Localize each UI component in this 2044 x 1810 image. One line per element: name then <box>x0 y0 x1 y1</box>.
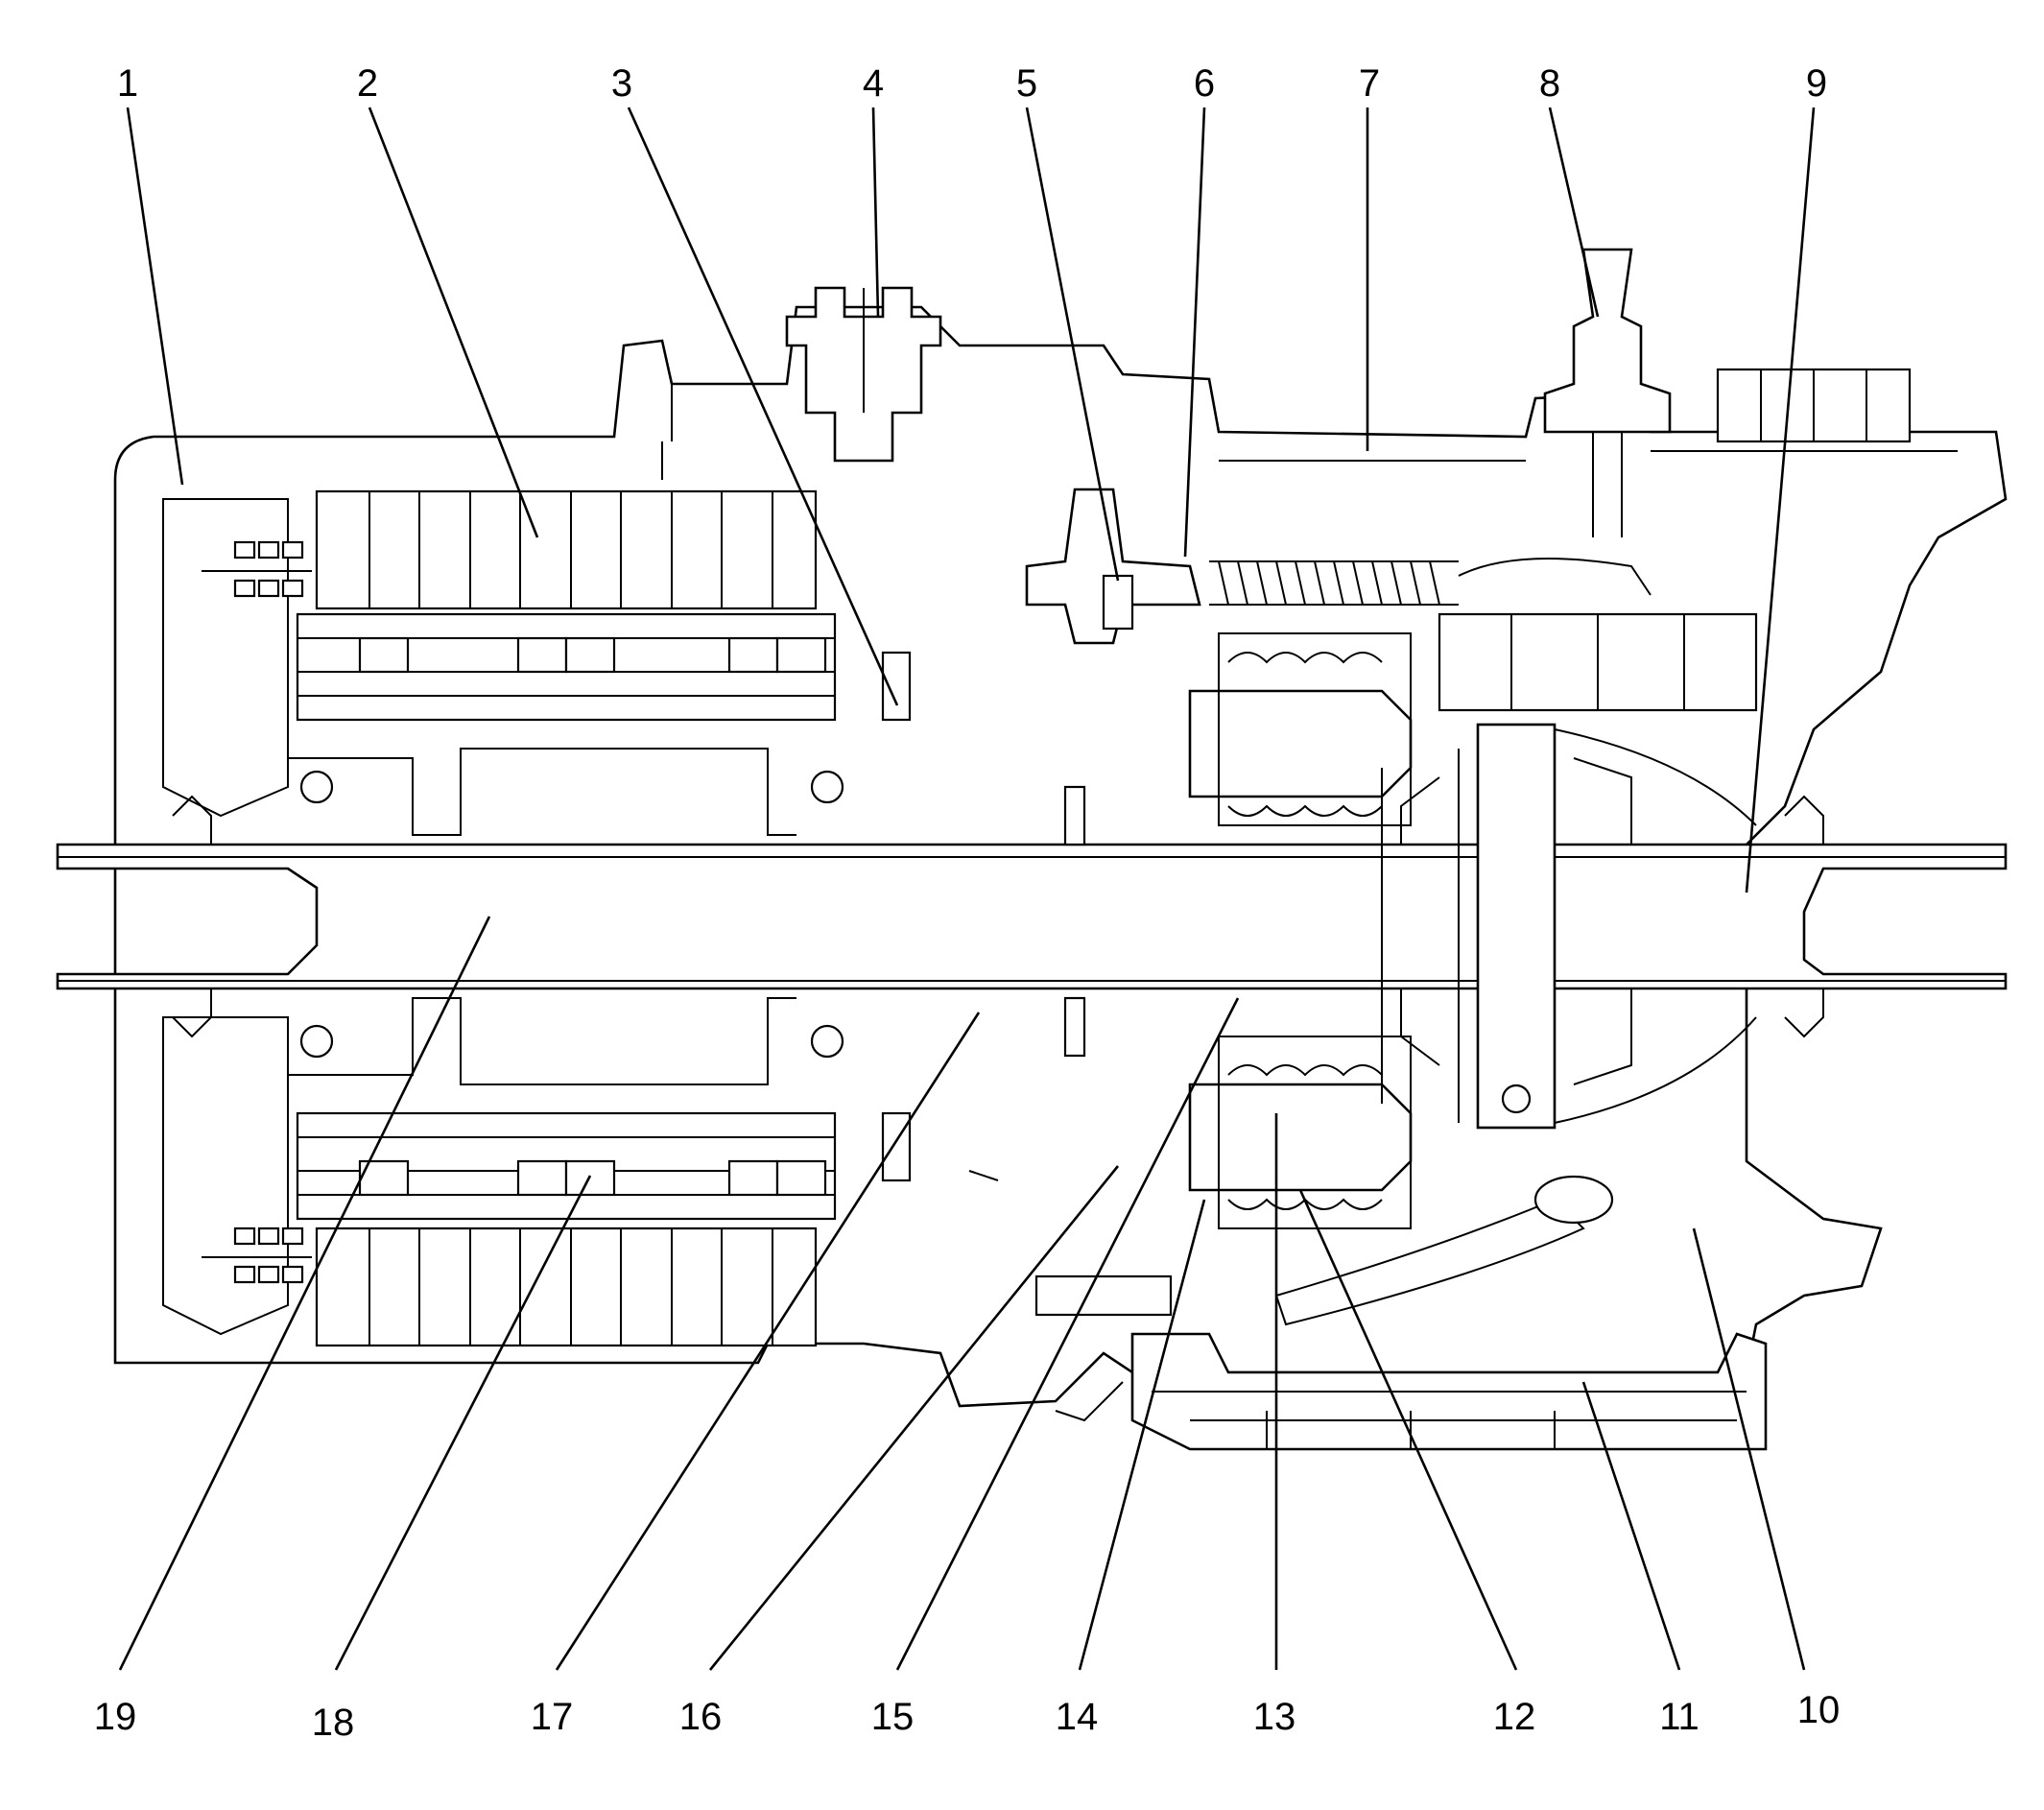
electrical-connector <box>785 286 942 463</box>
callout-19: 19 <box>94 1696 137 1738</box>
callout-labels: 1 2 3 4 5 6 7 8 9 10 11 12 13 14 15 16 1… <box>94 62 1841 1744</box>
winding-terminals <box>202 540 312 1284</box>
leader-6 <box>1183 107 1206 558</box>
callout-17: 17 <box>531 1696 574 1738</box>
seals <box>172 651 1824 1317</box>
callout-13: 13 <box>1253 1696 1296 1738</box>
differential-upper <box>1438 612 1758 712</box>
callout-3: 3 <box>611 62 632 105</box>
callout-18: 18 <box>312 1702 355 1744</box>
motor-stator-upper <box>315 489 818 610</box>
main-shaft <box>56 843 2008 990</box>
oil-pan <box>1055 1175 1768 1451</box>
park-pawl-shaft <box>1025 488 1201 645</box>
leader-lines <box>118 107 1816 1671</box>
leader-8 <box>1548 107 1600 318</box>
callout-2: 2 <box>357 62 378 105</box>
callout-16: 16 <box>679 1696 723 1738</box>
leader-1 <box>126 107 184 486</box>
retaining-nut <box>1716 368 1912 443</box>
callout-12: 12 <box>1493 1696 1536 1738</box>
leader-16 <box>708 1165 1120 1671</box>
motor-rotor-upper <box>296 612 837 722</box>
leader-11 <box>1581 1381 1681 1671</box>
motor-rotor-lower <box>296 1111 837 1221</box>
callout-4: 4 <box>863 62 884 105</box>
leader-9 <box>1745 107 1816 893</box>
differential-case <box>1381 723 1757 1130</box>
callout-11: 11 <box>1659 1696 1699 1738</box>
leader-19 <box>118 916 491 1671</box>
leader-10 <box>1692 1227 1806 1671</box>
leader-14 <box>1078 1199 1206 1671</box>
leader-3 <box>627 107 899 706</box>
motor-stator-lower <box>315 1227 818 1347</box>
actuator-spring <box>1209 558 1652 606</box>
callout-1: 1 <box>117 62 138 105</box>
leader-12 <box>1298 1189 1518 1671</box>
callout-10: 10 <box>1797 1689 1841 1731</box>
callout-9: 9 <box>1806 62 1827 105</box>
leader-4 <box>871 107 880 318</box>
callout-15: 15 <box>871 1696 915 1738</box>
leader-17 <box>555 1012 981 1671</box>
leader-2 <box>368 107 539 538</box>
callout-5: 5 <box>1016 62 1037 105</box>
leader-5 <box>1025 107 1120 582</box>
leader-18 <box>334 1175 592 1671</box>
callout-14: 14 <box>1056 1696 1099 1738</box>
callout-6: 6 <box>1194 62 1215 105</box>
breather-vent <box>1543 248 1672 537</box>
callout-8: 8 <box>1539 62 1560 105</box>
callout-7: 7 <box>1359 62 1380 105</box>
leader-15 <box>895 997 1240 1671</box>
rotor-hub <box>288 748 844 1085</box>
planetary-carrier <box>1188 632 1413 1229</box>
